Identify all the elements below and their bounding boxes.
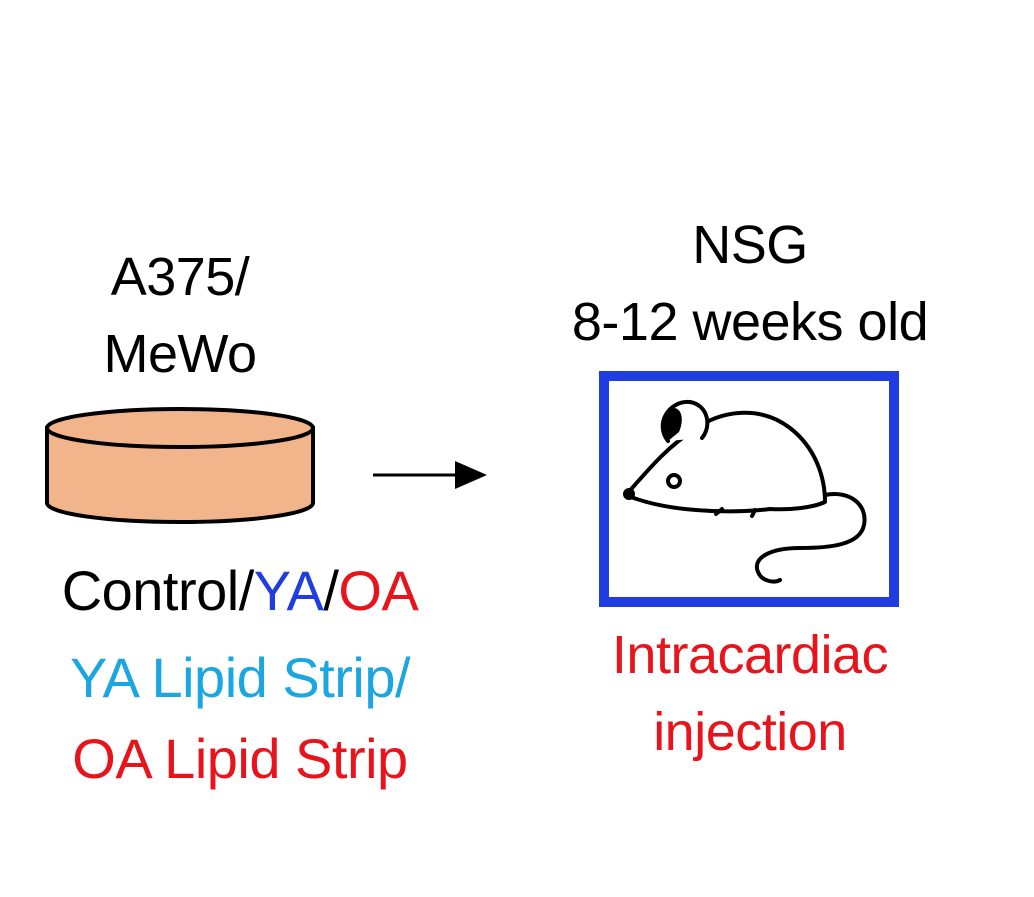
mouse-model-label: NSG 8-12 weeks old	[520, 218, 980, 372]
cell-line-label: A375/ MeWo	[60, 250, 300, 404]
injection-label: Intracardiac injection	[540, 628, 960, 782]
ya-lipid-strip-label: YA Lipid Strip/	[69, 646, 411, 709]
condition-control: Control/	[61, 559, 255, 622]
condition-labels: Control/YA/OA	[0, 563, 480, 619]
arrow-right-icon	[373, 461, 487, 489]
injection-label-line1: Intracardiac	[611, 625, 889, 685]
mouse-age-label: 8-12 weeks old	[571, 292, 929, 352]
injection-label-line2: injection	[653, 702, 847, 762]
cell-line-label-line2: MeWo	[103, 324, 257, 384]
oa-lipid-strip-label: OA Lipid Strip	[72, 727, 408, 790]
mouse-icon	[623, 399, 867, 584]
lipid-strip-label: YA Lipid Strip/ OA Lipid Strip	[0, 650, 480, 812]
condition-oa: OA	[338, 559, 419, 622]
condition-ya: YA	[253, 559, 324, 622]
condition-separator: /	[323, 559, 339, 622]
cell-line-label-line1: A375/	[110, 247, 250, 307]
mouse-strain-label: NSG	[692, 215, 808, 275]
culture-dish-icon	[45, 407, 315, 524]
